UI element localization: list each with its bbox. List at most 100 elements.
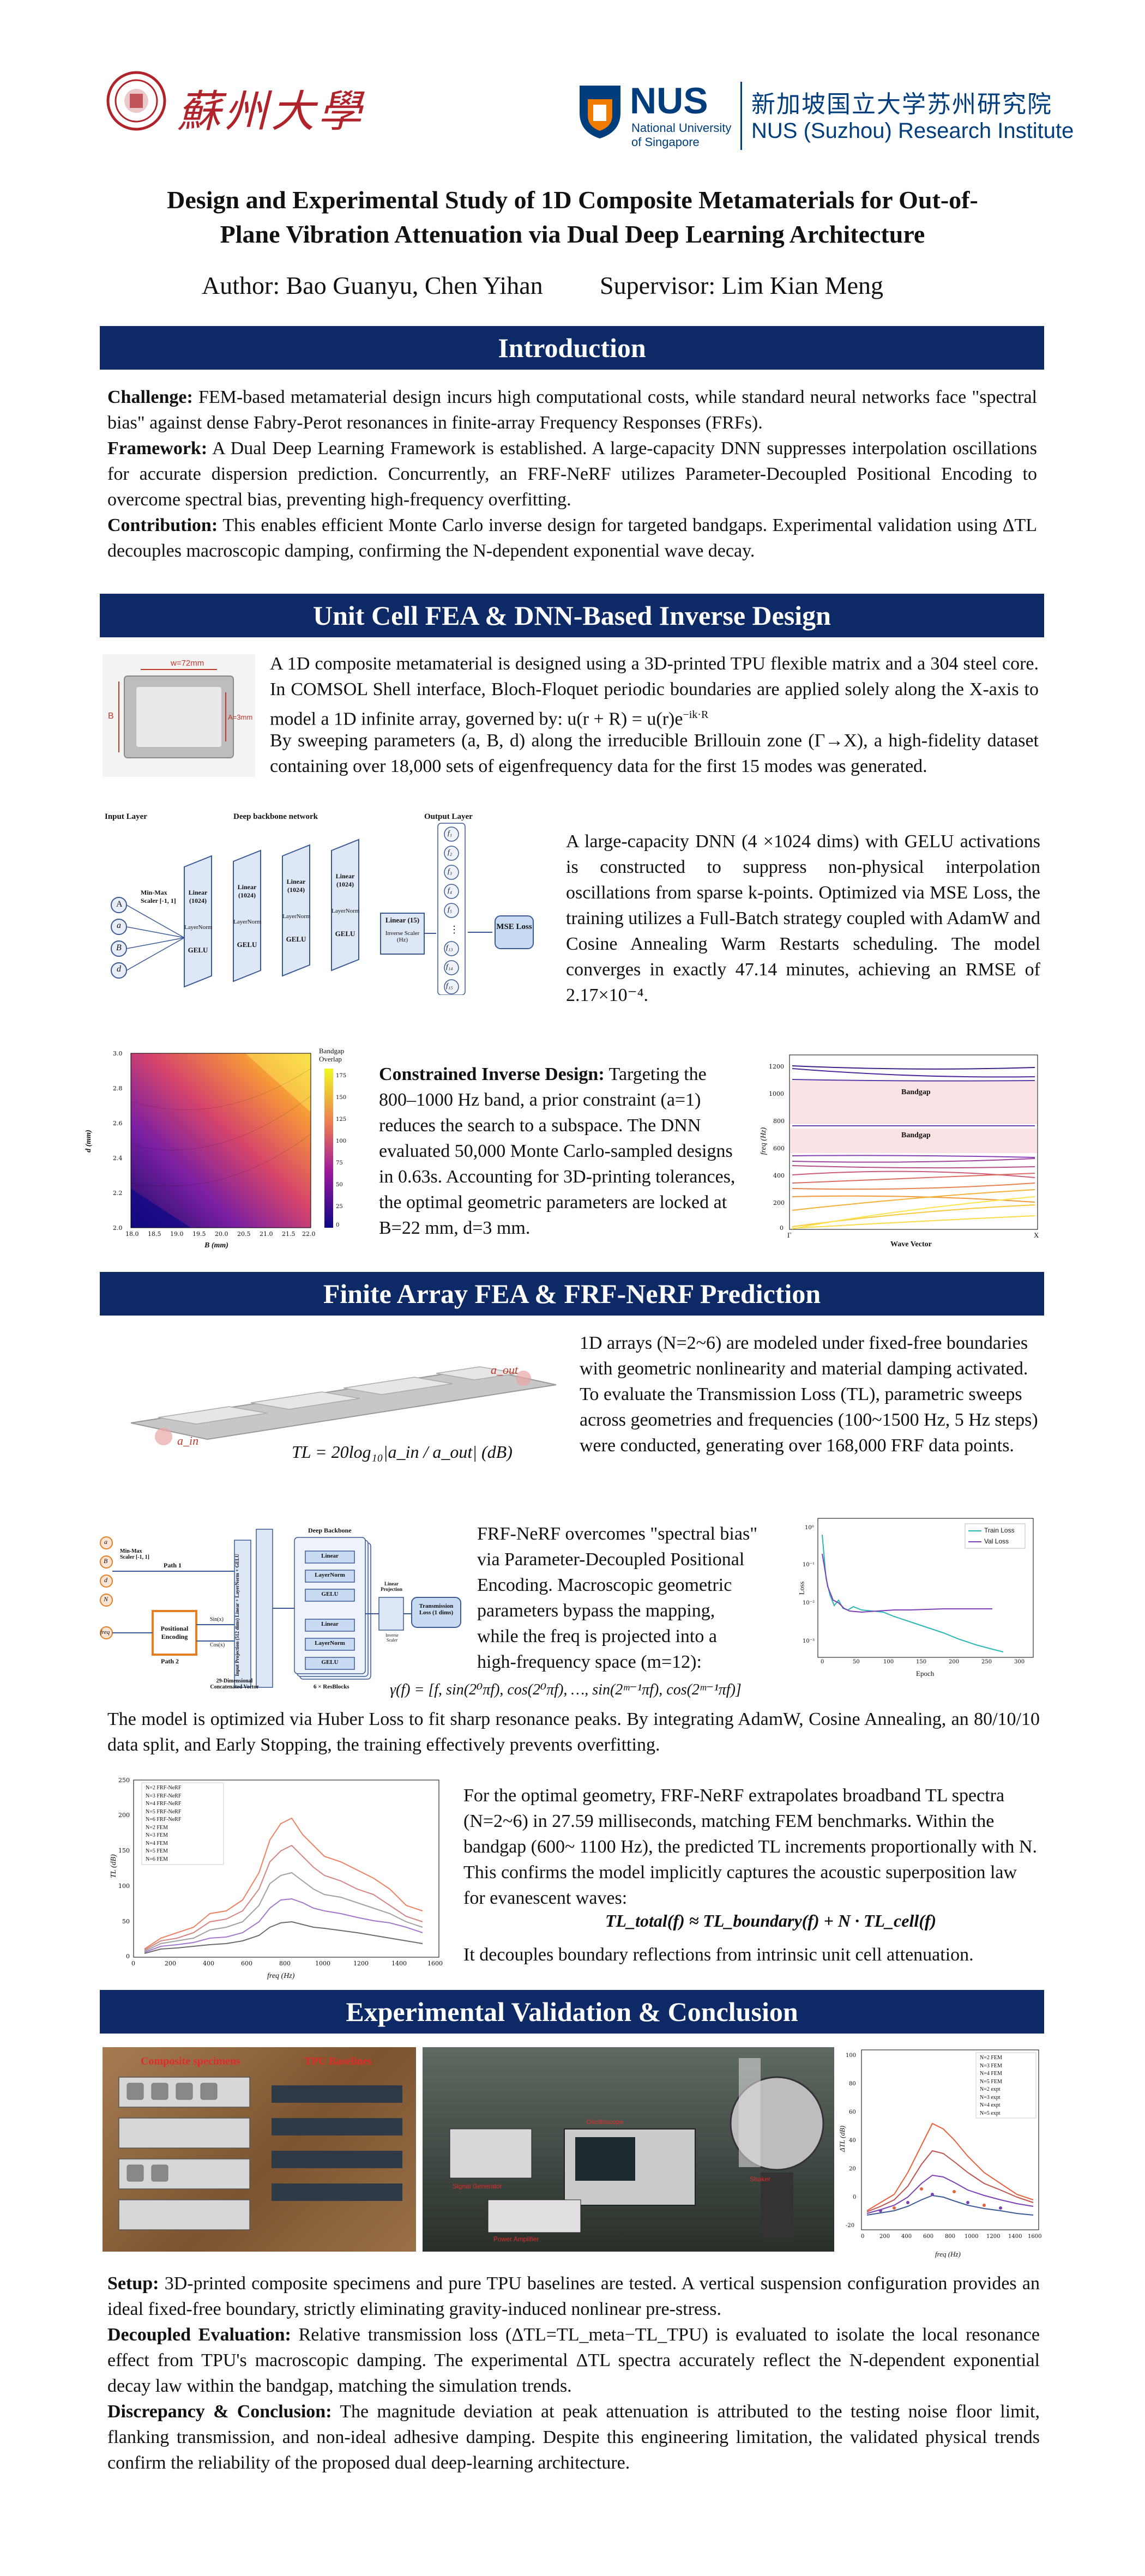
- dtl-xtick-1600: 1600: [1028, 2234, 1042, 2240]
- dnn-block1-gelu: GELU: [188, 946, 208, 954]
- tl-xtick-1000: 1000: [315, 1960, 330, 1967]
- dtl-legend-1: N=2 FEM: [980, 2055, 1002, 2061]
- inverse-design-label: Constrained Inverse Design:: [379, 1064, 605, 1084]
- nerf-input-b: B: [104, 1557, 108, 1565]
- nerf-path2: Path 2: [161, 1657, 179, 1665]
- nus-cn-name: 新加坡国立大学苏州研究院: [751, 91, 1052, 118]
- loss-xlabel: Epoch: [916, 1669, 935, 1678]
- dnn-input-b: B: [116, 943, 122, 952]
- framework-label: Framework:: [107, 438, 208, 459]
- nerf-output: Transmission Loss (1 dims): [419, 1603, 454, 1616]
- dispersion-ytick-600: 600: [773, 1145, 785, 1152]
- dtl-xtick-0: 0: [861, 2234, 865, 2240]
- loss-xtick-300: 300: [1014, 1659, 1025, 1665]
- tl-xtick-1400: 1400: [391, 1960, 407, 1967]
- tl-xtick-800: 800: [279, 1960, 291, 1967]
- label-a: A=3mm: [228, 713, 253, 721]
- nerf-inverse: Inverse Scaler: [385, 1633, 399, 1643]
- dtl-legend-7: N=4 expt: [980, 2102, 1001, 2108]
- dtl-legend-6: N=3 expt: [980, 2094, 1001, 2101]
- tl-legend-5: N=6 FRF-NeRF: [146, 1817, 182, 1823]
- finite-heading: Finite Array FEA & FRF-NeRF Prediction: [100, 1272, 1044, 1316]
- specimens-label-composite: Composite specimens: [141, 2055, 240, 2067]
- loss-ytick-2: 10⁻¹: [803, 1562, 815, 1568]
- nerf-scaler: Min-Max Scaler [-1, 1]: [120, 1548, 149, 1560]
- nerf-layer-2: LayerNorm: [315, 1572, 345, 1578]
- tl-spectra-chart: N=2 FRF-NeRF N=3 FRF-NeRF N=4 FRF-NeRF N…: [95, 1775, 450, 1987]
- dnn-inverse-scaler: Inverse Scaler (Hz): [385, 930, 420, 943]
- nerf-input-n: N: [104, 1595, 109, 1603]
- heatmap-ytick-2.2: 2.2: [113, 1190, 123, 1197]
- nerf-input-projection: Input Projection (512 dims) Linear + Lay…: [234, 1554, 240, 1676]
- dispersion-bandgap-label-1: Bandgap: [901, 1088, 931, 1096]
- tl-legend-6: N=2 FEM: [146, 1824, 168, 1831]
- dnn-block4-gelu: GELU: [335, 930, 355, 938]
- tl-ytick-250: 250: [118, 1777, 130, 1784]
- dtl-legend-2: N=3 FEM: [980, 2062, 1002, 2069]
- nerf-sin: Sin(x): [210, 1616, 224, 1622]
- loss-xtick-200: 200: [949, 1659, 960, 1665]
- heatmap-ytick-2.4: 2.4: [113, 1155, 123, 1162]
- heatmap-xtick-18.5: 18.5: [148, 1230, 161, 1238]
- tl-legend-7: N=3 FEM: [146, 1832, 168, 1838]
- dtl-legend-3: N=4 FEM: [980, 2071, 1002, 2077]
- dnn-block1-linear: Linear (1024): [188, 889, 208, 904]
- dtl-xtick-400: 400: [901, 2234, 912, 2240]
- dispersion-ytick-1200: 1200: [769, 1063, 784, 1070]
- tl-legend-3: N=4 FRF-NeRF: [146, 1801, 182, 1807]
- dnn-output-f15: f₁₅: [446, 981, 453, 990]
- decoupled-text: Relative transmission loss (ΔTL=TL_meta−…: [107, 2325, 1040, 2396]
- dnn-block2-gelu: GELU: [237, 940, 257, 949]
- tl-xtick-600: 600: [241, 1960, 252, 1967]
- dnn-output-f14: f₁₄: [446, 962, 453, 970]
- tl-xtick-1200: 1200: [353, 1960, 369, 1967]
- heatmap-ctick-150: 150: [336, 1095, 347, 1101]
- loss-chart: Train Loss Val Loss Loss Epoch 10⁰ 10⁻¹ …: [785, 1513, 1041, 1682]
- exp-text: Setup: 3D-printed composite specimens an…: [107, 2271, 1040, 2476]
- dtl-ytick-20: 20: [849, 2166, 856, 2172]
- heatmap-colorbar-title: Bandgap Overlap: [319, 1047, 345, 1063]
- nerf-input-d: d: [104, 1576, 107, 1584]
- dnn-architecture-diagram: Input Layer Deep backbone network Output…: [103, 807, 555, 996]
- heatmap-xtick-22.0: 22.0: [302, 1230, 316, 1238]
- dnn-input-a: a: [117, 921, 121, 930]
- loss-ytick-1: 10⁰: [805, 1525, 814, 1531]
- dnn-output-f13: f₁₃: [446, 943, 453, 951]
- contribution-label: Contribution:: [107, 515, 218, 535]
- heatmap-ytick-2.0: 2.0: [113, 1224, 123, 1232]
- nerf-input-a: a: [104, 1538, 107, 1546]
- dnn-block4-norm: LayerNorm: [332, 908, 360, 914]
- dtl-ytick-60: 60: [849, 2109, 856, 2115]
- frf-nerf-architecture-diagram: a B d N freq Min-Max Scaler [-1, 1] Path…: [98, 1521, 469, 1696]
- heatmap-xtick-20.5: 20.5: [237, 1230, 251, 1238]
- dnn-block1-norm: LayerNorm: [184, 924, 213, 931]
- dnn-input-layer: Input Layer: [105, 812, 147, 821]
- heatmap-xtick-20.0: 20.0: [215, 1230, 228, 1238]
- authors: Author: Bao Guanyu, Chen Yihan: [202, 272, 543, 299]
- tl-ylabel: TL (dB): [109, 1854, 118, 1878]
- nus-divider: [740, 82, 742, 150]
- dispersion-ytick-1000: 1000: [769, 1090, 784, 1097]
- dnn-output-f5: f₅: [448, 905, 453, 913]
- dtl-xtick-800: 800: [945, 2234, 956, 2240]
- inverse-design-text: Targeting the 800–1000 Hz band, a prior …: [379, 1064, 736, 1238]
- nerf-input-freq: freq: [100, 1629, 110, 1636]
- unitcell-heading: Unit Cell FEA & DNN-Based Inverse Design: [100, 594, 1044, 637]
- dnn-output-f1: f₁: [448, 829, 453, 837]
- dtl-xlabel: freq (Hz): [935, 2250, 961, 2258]
- dnn-block4-linear: Linear (1024): [335, 872, 355, 888]
- unit-cell-figure: w=72mm B A=3mm: [103, 654, 255, 777]
- loss-ylabel: Loss: [797, 1581, 806, 1595]
- intro-heading: Introduction: [100, 326, 1044, 370]
- tl-legend-10: N=6 FEM: [146, 1856, 168, 1862]
- tl-legend: N=2 FRF-NeRF N=3 FRF-NeRF N=4 FRF-NeRF N…: [146, 1784, 222, 1863]
- unitcell-para1-text: A 1D composite metamaterial is designed …: [270, 654, 1039, 729]
- dnn-output-dots: ⋮: [449, 924, 459, 935]
- dtl-legend-5: N=2 expt: [980, 2086, 1001, 2092]
- poster-title-line1: Design and Experimental Study of 1D Comp…: [167, 186, 978, 214]
- dnn-output-layer: Output Layer: [424, 812, 473, 821]
- dnn-input-a-cap: A: [116, 900, 123, 909]
- nerf-linear-proj: Linear Projection: [381, 1581, 402, 1592]
- loss-ytick-4: 10⁻³: [803, 1638, 815, 1644]
- heatmap-ctick-0: 0: [336, 1222, 340, 1228]
